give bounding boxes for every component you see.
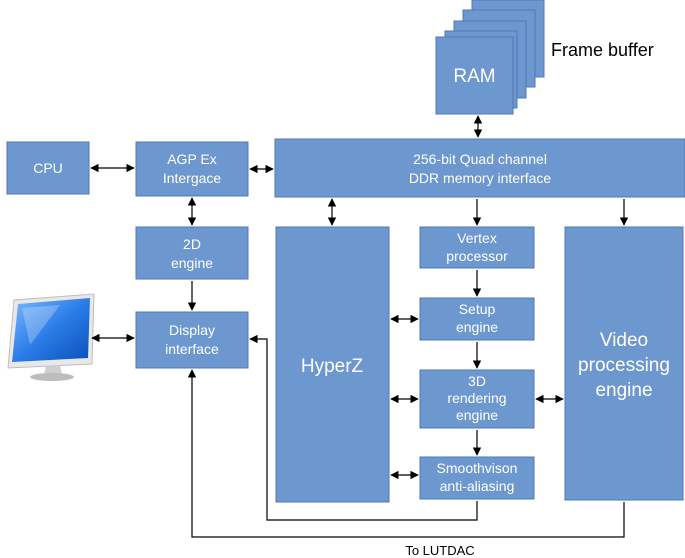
rendering-engine-box (419, 369, 535, 429)
video-processing-line3: engine (595, 380, 652, 401)
agp-label-line1: AGP Ex (167, 151, 217, 167)
setup-engine-line2: engine (456, 319, 498, 335)
engine-2d-box (135, 226, 249, 280)
smoothvision-line2: anti-aliasing (440, 478, 515, 494)
frame-buffer-stack: RAM (435, 0, 545, 115)
rendering-engine-line2: rendering (447, 390, 506, 406)
agp-box (135, 141, 249, 197)
hyperz-label: HyperZ (301, 356, 364, 377)
display-interface-line2: interface (165, 341, 219, 357)
engine-2d-line2: engine (171, 255, 213, 271)
display-interface-box (135, 311, 249, 369)
engine-2d-line1: 2D (183, 236, 201, 252)
setup-engine-line1: Setup (459, 301, 496, 317)
monitor-icon (7, 293, 95, 381)
memory-interface-line2: DDR memory interface (409, 170, 552, 186)
display-interface-line1: Display (169, 322, 215, 338)
video-processing-line2: processing (578, 355, 670, 376)
rendering-engine-line1: 3D (468, 373, 486, 389)
memory-interface-box (274, 138, 685, 198)
memory-interface-line1: 256-bit Quad channel (413, 151, 547, 167)
setup-engine-box (419, 297, 535, 341)
frame-buffer-label: Frame buffer (551, 40, 654, 60)
hyperz-box (275, 226, 390, 503)
lutdac-label: To LUTDAC (405, 543, 474, 558)
ram-label: RAM (453, 66, 495, 87)
vertex-processor-line1: Vertex (457, 230, 497, 246)
connectors (90, 115, 629, 538)
agp-label-line2: Intergace (163, 170, 222, 186)
video-processing-line1: Video (600, 330, 648, 351)
video-processing-box (564, 226, 684, 501)
vertex-processor-line2: processor (446, 248, 508, 264)
rendering-engine-line3: engine (456, 407, 498, 423)
cpu-label: CPU (33, 160, 63, 176)
smoothvision-box (419, 456, 535, 500)
cpu-box (6, 141, 90, 195)
vertex-processor-box (419, 226, 535, 269)
ram-box (435, 36, 514, 115)
smoothvision-line1: Smoothvison (437, 460, 518, 476)
